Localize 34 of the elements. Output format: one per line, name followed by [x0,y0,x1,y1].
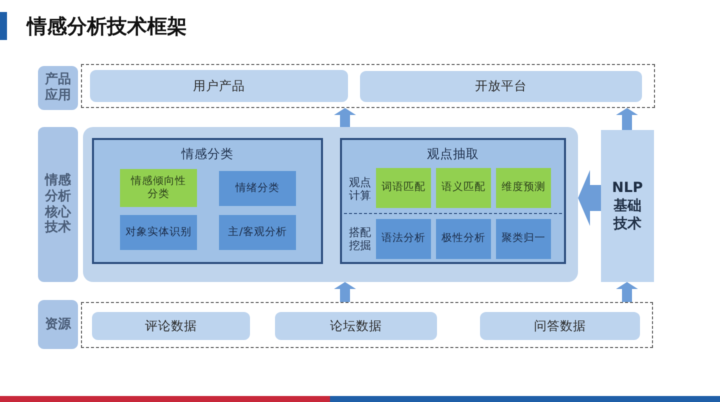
row-label: 搭配挖掘 [348,225,372,254]
group-title: 观点抽取 [426,144,480,162]
core-panel [83,127,578,282]
module-box: 词语匹配 [376,168,431,208]
group-box [340,138,566,264]
dashed-frame [81,64,655,108]
block-arrow [334,282,356,302]
module-box: 语义匹配 [436,168,491,208]
module-box: 问答数据 [480,312,640,340]
module-box: 极性分析 [436,219,491,259]
layer-label: 产品应用 [38,66,78,110]
block-arrow [616,108,638,130]
module-box: 论坛数据 [275,312,437,340]
module-box: 情绪分类 [219,171,296,206]
group-box [92,138,323,264]
block-arrow [334,108,356,127]
module-box: 主/客观分析 [219,215,296,250]
page-title: 情感分析技术框架 [27,13,187,40]
module-box: 聚类归一 [496,219,551,259]
module-box: 开放平台 [360,71,642,102]
row-label: 观点计算 [348,175,372,204]
dashed-frame [81,302,653,348]
module-box: 对象实体识别 [120,215,197,250]
module-box: 语法分析 [376,219,431,259]
side-panel: NLP基础技术 [601,130,654,282]
layer-label: 资源 [38,300,78,349]
layer-label: 情感分析核心技术 [38,127,78,282]
block-arrow [616,282,638,302]
module-box: 用户产品 [90,70,348,102]
group-title: 情感分类 [180,144,234,162]
module-box: 维度预测 [496,168,551,208]
module-box: 情感倾向性分类 [120,169,197,207]
block-arrow [578,170,601,226]
module-box: 评论数据 [92,312,250,340]
